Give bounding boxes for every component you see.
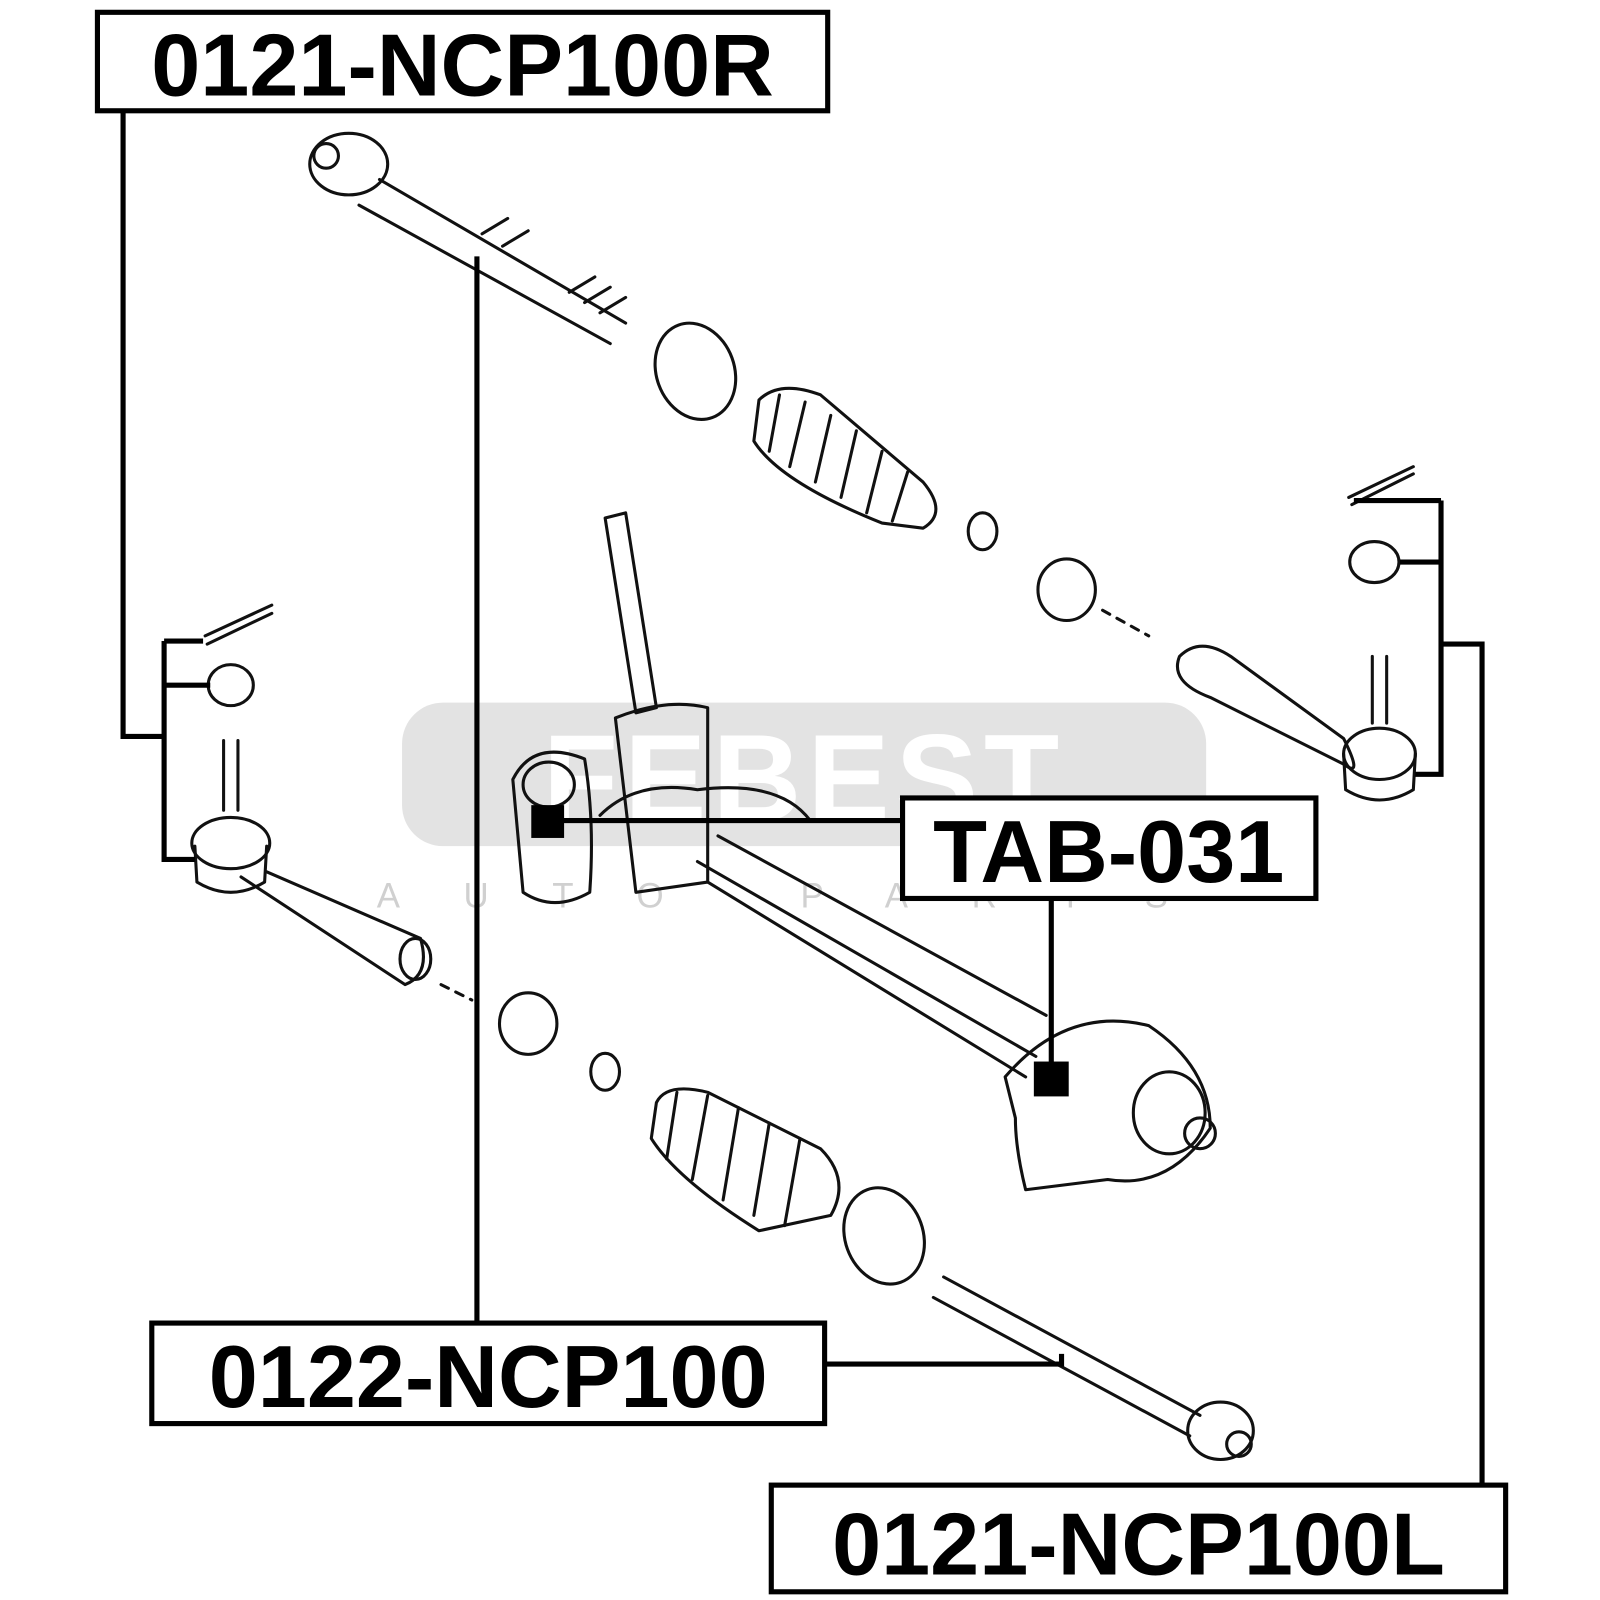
- svg-text:0121-NCP100R: 0121-NCP100R: [151, 15, 774, 114]
- nut-upper: [1036, 557, 1097, 623]
- label-tie-rod-end-right[interactable]: 0121-NCP100R: [94, 9, 831, 114]
- boot-lower: [649, 1087, 841, 1233]
- small-clamp-lower: [589, 1051, 622, 1092]
- clamp-ring-lower: [842, 1186, 926, 1286]
- svg-text:0122-NCP100: 0122-NCP100: [209, 1327, 768, 1426]
- rack-end-lower: [931, 1275, 1255, 1462]
- svg-text:TAB-031: TAB-031: [933, 802, 1284, 901]
- tie-rod-end-right: [1175, 465, 1417, 802]
- rack-end-upper: [308, 131, 628, 346]
- leader-lines: [120, 112, 1485, 1486]
- clamp-ring-upper: [653, 321, 738, 421]
- tie-rod-end-left: [190, 603, 433, 987]
- small-clamp-upper: [966, 511, 999, 552]
- nut-lower: [497, 991, 559, 1056]
- label-rack-bushing[interactable]: TAB-031: [899, 795, 1319, 901]
- label-tie-rod-end-left[interactable]: 0121-NCP100L: [768, 1482, 1509, 1595]
- svg-text:0121-NCP100L: 0121-NCP100L: [832, 1494, 1445, 1593]
- boot-upper: [752, 386, 938, 530]
- label-rack-end[interactable]: 0122-NCP100: [149, 1320, 828, 1426]
